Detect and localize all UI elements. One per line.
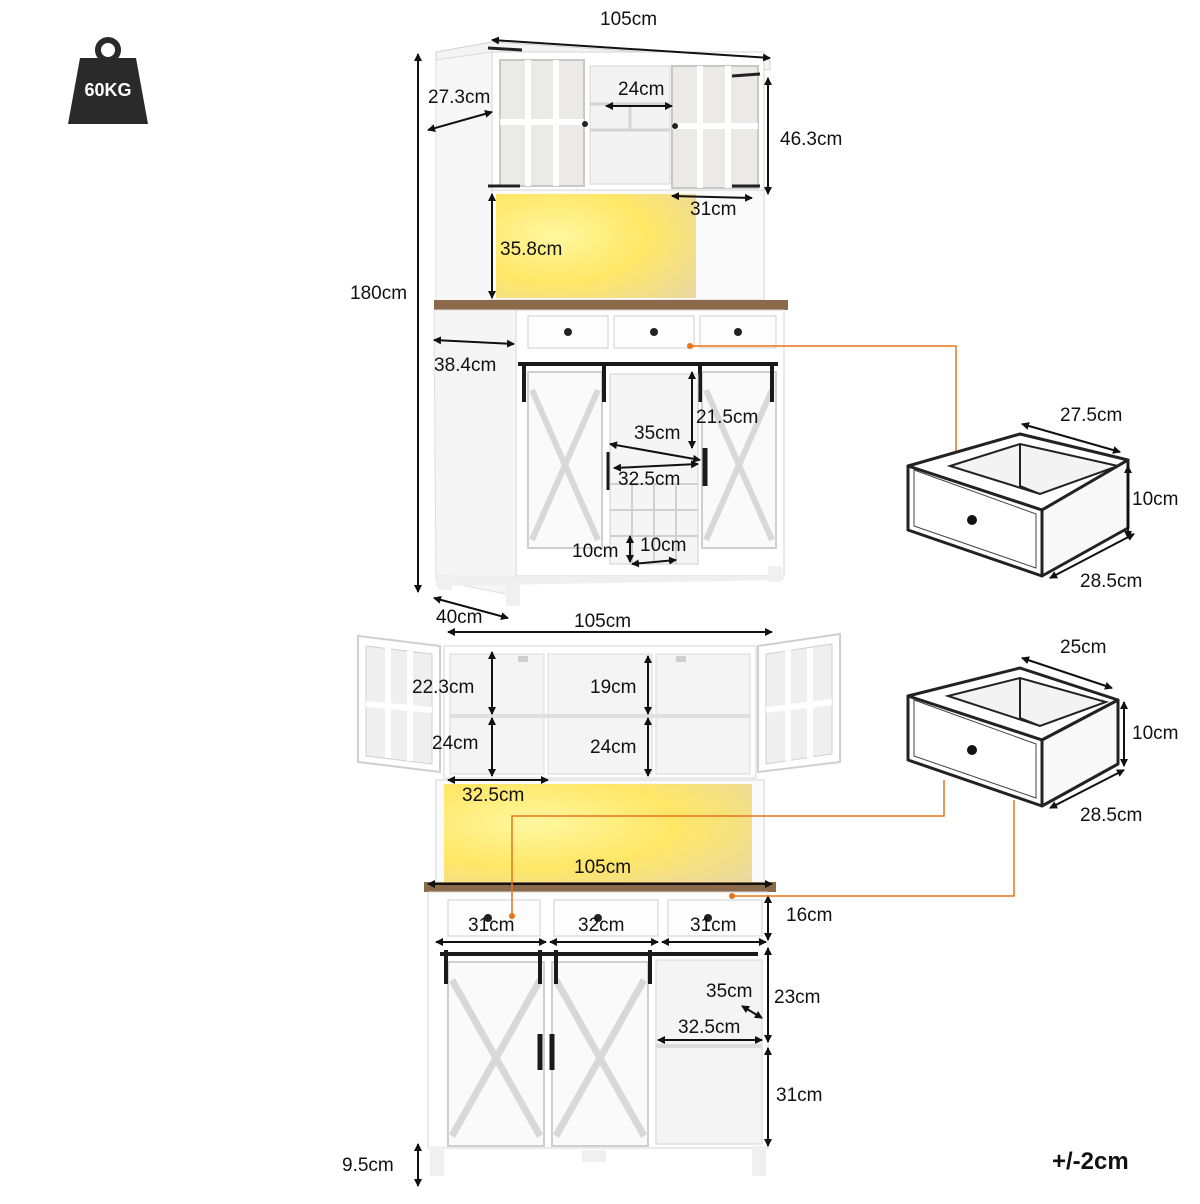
dim-lower-center: 24cm: [590, 737, 637, 758]
callout-dot: [729, 893, 735, 899]
dim-upper-left: 22.3cm: [412, 677, 475, 698]
drawer-small-illustration: [906, 666, 1120, 808]
dimension-lines-drawer-large: [1021, 422, 1135, 579]
callout-line-large-drawer: [687, 343, 957, 460]
dimension-lines-top: [414, 36, 772, 621]
dim-drawer-small-depth: 25cm: [1060, 637, 1107, 658]
dim-upper-center: 19cm: [590, 677, 637, 698]
weight-label: 60KG: [84, 80, 132, 100]
dim-side-section: 31cm: [690, 199, 737, 220]
dim-wine-width: 32.5cm: [618, 469, 681, 490]
dim-drawer-large-width: 28.5cm: [1080, 571, 1143, 592]
dim-wine-depth: 35cm: [634, 423, 681, 444]
dim-wine-height: 21.5cm: [696, 407, 759, 428]
dim-compartment-width: 32.5cm: [462, 785, 525, 806]
dim-cabinet-width: 32.5cm: [678, 1017, 741, 1038]
dim-total-depth: 40cm: [436, 607, 483, 628]
dim-drawer-height: 16cm: [786, 905, 833, 926]
dim-cabinet-lower: 31cm: [776, 1085, 823, 1106]
dim-cabinet-depth: 35cm: [706, 981, 753, 1002]
dim-lower-left: 24cm: [432, 733, 479, 754]
cabinet-open-view: [357, 632, 841, 1176]
dim-hutch-depth: 27.3cm: [428, 87, 491, 108]
weight-icon: [68, 37, 148, 124]
dim-hutch-height: 46.3cm: [780, 129, 843, 150]
dim-drawer-large-height: 10cm: [1132, 489, 1179, 510]
dim-drawer-small-height: 10cm: [1132, 723, 1179, 744]
dim-led-height: 35.8cm: [500, 239, 563, 260]
dim-base-depth: 38.4cm: [434, 355, 497, 376]
cabinet-closed-view: [433, 41, 788, 606]
dim-drawer-width-3: 31cm: [690, 915, 737, 936]
dim-top-width: 105cm: [600, 9, 658, 30]
dim-cabinet-upper: 23cm: [774, 987, 821, 1008]
callout-lines-small-drawer: [511, 780, 1015, 916]
dimension-lines-drawer-small: [1021, 656, 1128, 809]
dim-cube-width: 10cm: [640, 535, 687, 556]
dim-drawer-width-1: 31cm: [468, 915, 515, 936]
dim-drawer-width-2: 32cm: [578, 915, 625, 936]
callout-dot: [509, 913, 515, 919]
dim-total-height: 180cm: [350, 283, 408, 304]
dim-cube-height: 10cm: [572, 541, 619, 562]
tolerance-note: +/-2cm: [1052, 1148, 1129, 1175]
dimension-lines-bottom: [414, 628, 773, 1187]
dim-center-shelf: 24cm: [618, 79, 665, 100]
dim-drawer-small-width: 28.5cm: [1080, 805, 1143, 826]
dim-counter-width: 105cm: [574, 857, 632, 878]
dim-drawer-large-depth: 27.5cm: [1060, 405, 1123, 426]
dim-open-width-top: 105cm: [574, 611, 632, 632]
dim-foot-height: 9.5cm: [342, 1155, 394, 1176]
